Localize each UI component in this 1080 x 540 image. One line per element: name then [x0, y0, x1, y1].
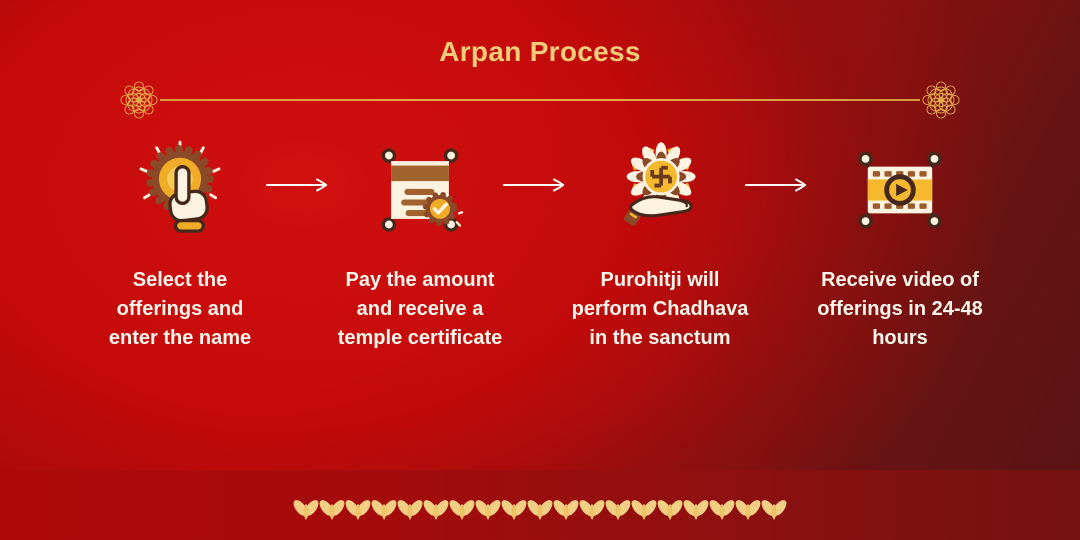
lotus-bud-motif-icon	[345, 500, 371, 520]
step-receive-video: Receive video of offerings in 24-48 hour…	[797, 140, 1003, 353]
lotus-bud-motif-icon	[683, 500, 709, 520]
rosette-ornament-right	[922, 81, 960, 119]
lotus-bud-motif-icon	[657, 500, 683, 520]
arrow-right-icon	[745, 178, 807, 192]
lotus-bud-motif-icon	[501, 500, 527, 520]
lotus-bud-motif-icon	[631, 500, 657, 520]
lotus-bud-motif-icon	[293, 500, 319, 520]
arrow-right-icon	[266, 178, 328, 192]
footer-motif-row	[0, 490, 1080, 522]
step-caption: Pay the amount and receive a temple cert…	[337, 269, 503, 349]
lotus-bud-motif-icon	[579, 500, 605, 520]
step-caption: Purohitji will perform Chadhava in the s…	[571, 269, 749, 349]
tap-button-icon	[130, 140, 230, 244]
divider-line	[160, 99, 920, 101]
lotus-bud-motif-icon	[709, 500, 735, 520]
lotus-bud-motif-icon	[553, 500, 579, 520]
video-film-icon	[850, 140, 950, 244]
step-perform-chadhava: Purohitji will perform Chadhava in the s…	[557, 140, 763, 353]
page-title: Arpan Process	[439, 36, 641, 67]
step-caption: Receive video of offerings in 24-48 hour…	[817, 269, 983, 349]
lotus-bud-motif-icon	[527, 500, 553, 520]
lotus-bud-motif-icon	[605, 500, 631, 520]
arrow-right-icon	[503, 178, 565, 192]
lotus-bud-motif-icon	[319, 500, 345, 520]
step-caption: Select the offerings and enter the name	[108, 269, 252, 349]
temple-certificate-icon	[370, 140, 470, 244]
lotus-bud-motif-icon	[371, 500, 397, 520]
offering-hand-swastika-icon	[610, 140, 710, 244]
step-select-offerings: Select the offerings and enter the name	[77, 140, 283, 353]
lotus-bud-motif-icon	[423, 500, 449, 520]
lotus-bud-motif-icon	[449, 500, 475, 520]
ornamental-divider	[0, 80, 1080, 120]
lotus-bud-motif-icon	[735, 500, 761, 520]
lotus-bud-motif-icon	[761, 500, 787, 520]
step-pay-amount: Pay the amount and receive a temple cert…	[317, 140, 523, 353]
lotus-bud-motif-icon	[397, 500, 423, 520]
lotus-bud-motif-icon	[475, 500, 501, 520]
rosette-ornament-left	[120, 81, 158, 119]
process-steps-row: Select the offerings and enter the name	[0, 140, 1080, 353]
